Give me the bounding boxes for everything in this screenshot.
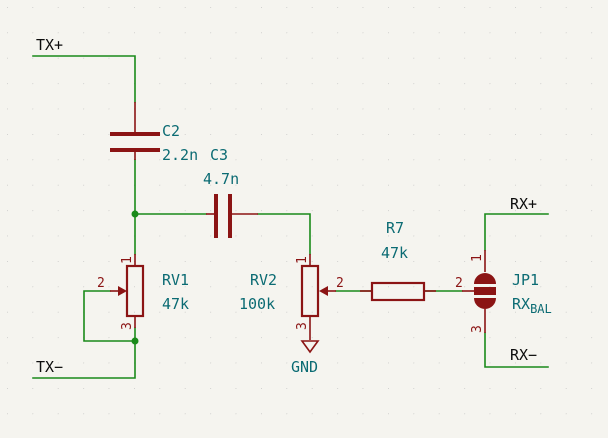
rv1-value: 47k — [162, 295, 189, 313]
wire-tx-minus[interactable] — [32, 340, 136, 379]
rv1-reference: RV1 — [162, 271, 189, 289]
wire-c3-to-rv2[interactable] — [257, 213, 311, 255]
rv1-pin1-number: 1 — [120, 256, 135, 264]
rv1-pin3-number: 3 — [120, 322, 135, 330]
net-label-rx-plus: RX+ — [510, 195, 537, 213]
wire-rx-minus[interactable] — [484, 332, 549, 368]
jp1-reference: JP1 — [512, 271, 539, 289]
rv2-pin1-number: 1 — [295, 256, 310, 264]
gnd-label: GND — [291, 358, 318, 376]
r7-reference: R7 — [386, 219, 404, 237]
jp1-pin1-number: 1 — [470, 254, 485, 262]
c3-value: 4.7n — [203, 170, 239, 188]
c2-value: 2.2n — [162, 146, 198, 164]
capacitor-c2[interactable] — [110, 102, 160, 160]
jp1-pin3-number: 3 — [470, 325, 485, 333]
jp1-pad-top — [474, 273, 496, 284]
net-label-tx-minus: TX− — [36, 358, 63, 376]
net-label-rx-minus: RX− — [510, 346, 537, 364]
capacitor-c3[interactable] — [206, 194, 258, 238]
r7-value: 47k — [381, 244, 408, 262]
c2-reference: C2 — [162, 122, 180, 140]
jp1-value-subscript: BAL — [530, 302, 552, 316]
jp1-value-main: RX — [512, 295, 530, 313]
junction-c2-c3-rv1 — [131, 210, 139, 218]
jp1-pad-bottom — [474, 298, 496, 309]
rv2-value: 100k — [239, 295, 275, 313]
potentiometer-rv2[interactable] — [300, 254, 336, 340]
rv1-pin2-number: 2 — [97, 276, 105, 291]
wire-rv1-wiper-loop[interactable] — [83, 290, 136, 342]
jp1-pad-middle — [474, 287, 496, 295]
ground-symbol[interactable] — [300, 340, 320, 354]
jp1-pin2-number: 2 — [455, 276, 463, 291]
rv2-pin2-number: 2 — [336, 276, 344, 291]
resistor-r7[interactable] — [360, 281, 436, 302]
ground-triangle — [300, 340, 320, 354]
rv2-wiper-arrow — [319, 286, 328, 296]
wire-tx-plus[interactable] — [32, 55, 136, 103]
jumper-jp1[interactable] — [462, 250, 496, 333]
wire-rx-plus[interactable] — [484, 213, 549, 251]
c3-reference: C3 — [210, 146, 228, 164]
net-label-tx-plus: TX+ — [36, 36, 63, 54]
rv1-wiper-arrow — [118, 286, 127, 296]
junction-rv1-loop — [131, 337, 139, 345]
potentiometer-rv1[interactable] — [110, 254, 145, 328]
rv2-reference: RV2 — [250, 271, 277, 289]
rv2-pin3-number: 3 — [295, 322, 310, 330]
jp1-value: RXBAL — [512, 295, 552, 316]
